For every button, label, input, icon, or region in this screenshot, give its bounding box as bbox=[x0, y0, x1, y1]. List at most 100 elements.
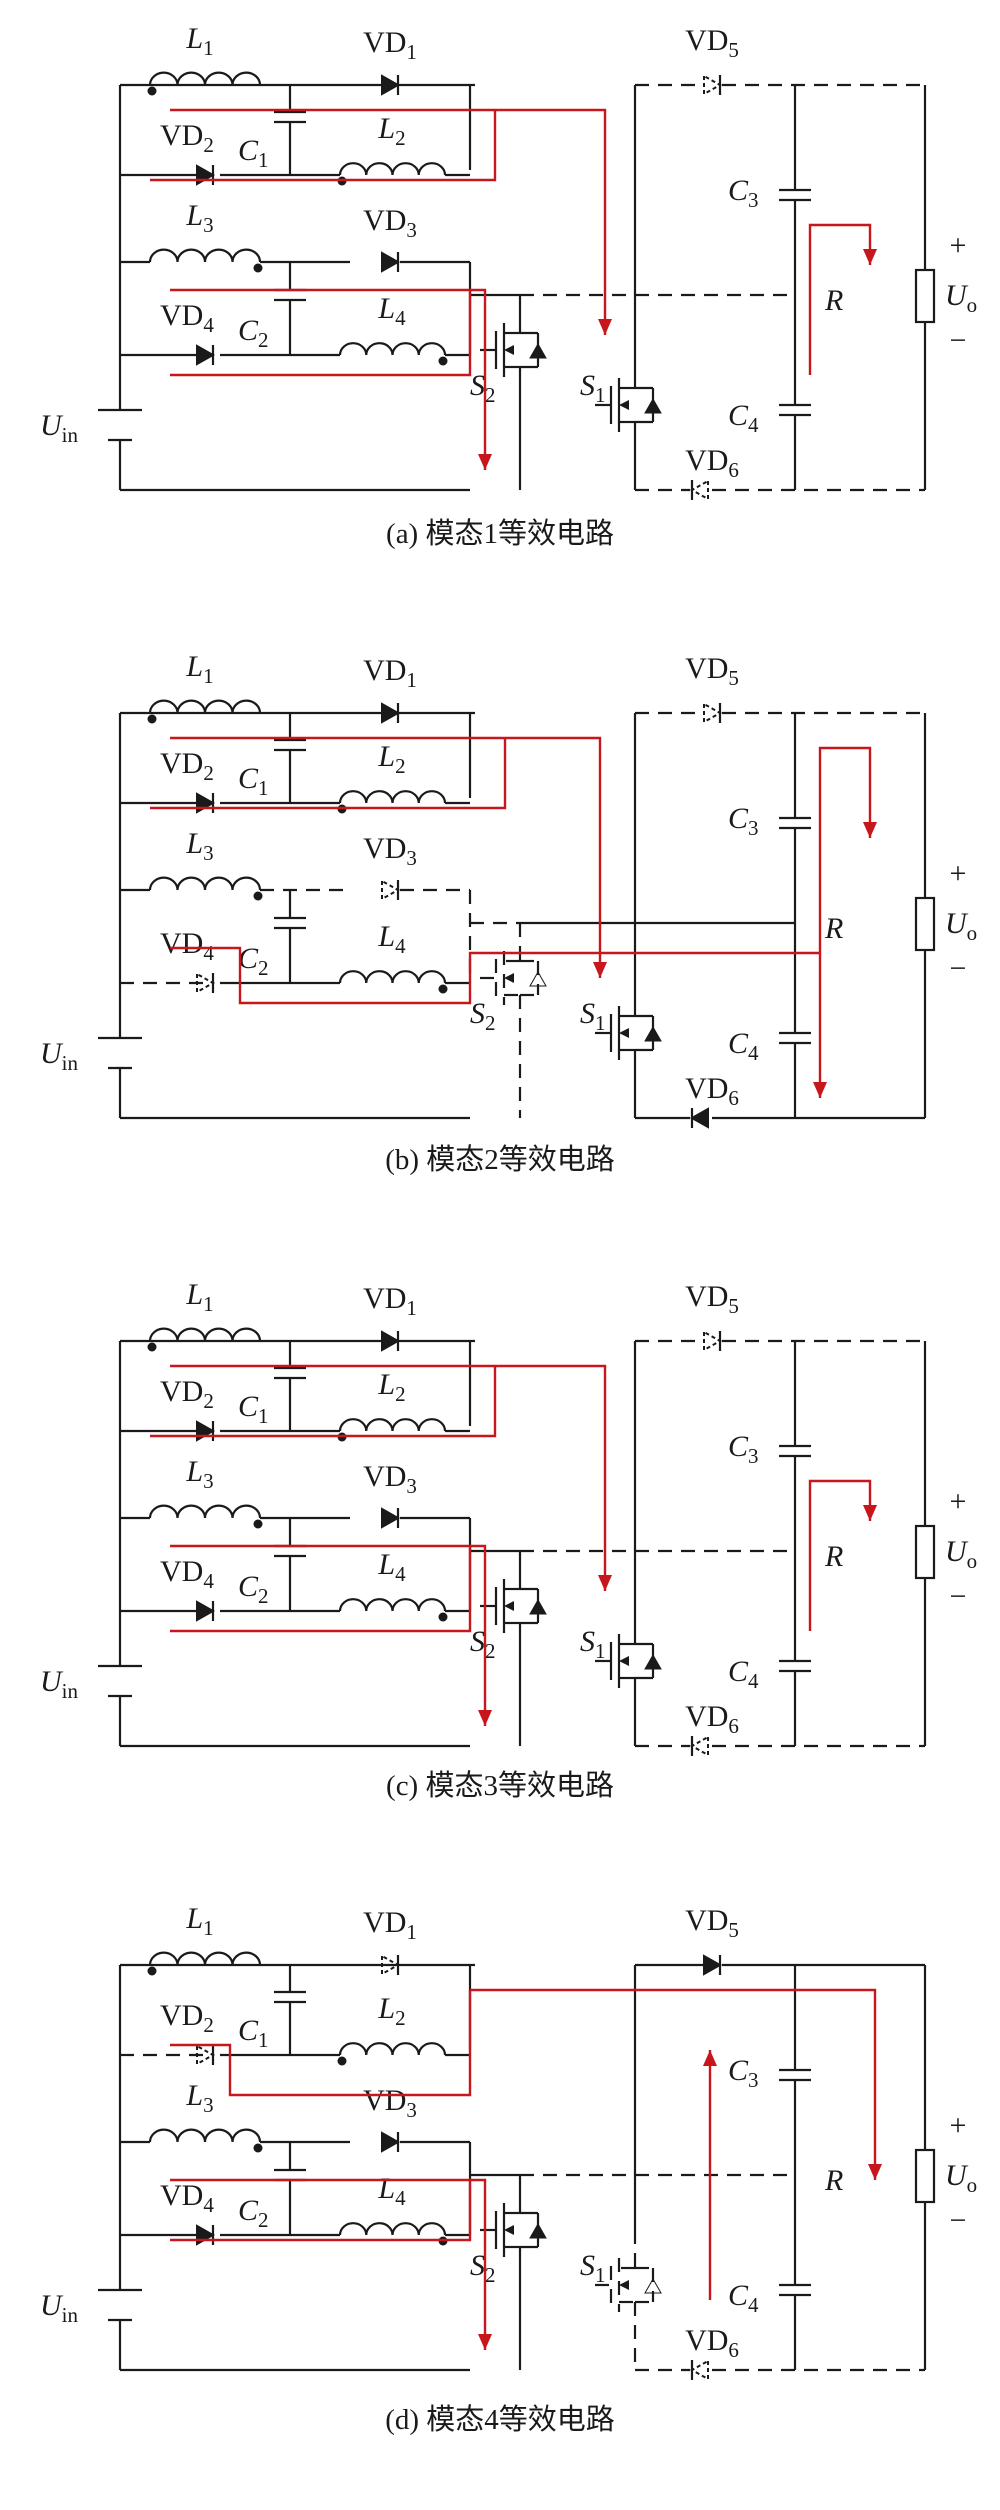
inductor-l4 bbox=[338, 1598, 447, 1612]
switch-s1-body-diode bbox=[644, 1653, 662, 1670]
label-l3: L3 bbox=[185, 2079, 213, 2117]
label-s2: S2 bbox=[470, 369, 496, 407]
current-path-2 bbox=[470, 1988, 877, 2180]
inductor-l2 bbox=[338, 2042, 447, 2056]
label-vd3: VD3 bbox=[363, 1460, 417, 1498]
current-path-4-head bbox=[478, 2334, 492, 2350]
label-c2: C2 bbox=[238, 1570, 269, 1608]
inductor-l4 bbox=[338, 2222, 447, 2236]
label-c3: C3 bbox=[728, 802, 759, 840]
label-c4: C4 bbox=[728, 1655, 759, 1693]
label-vd6: VD6 bbox=[685, 444, 739, 482]
label-c3: C3 bbox=[728, 174, 759, 212]
label-vd3: VD3 bbox=[363, 832, 417, 870]
label-l3: L3 bbox=[185, 1455, 213, 1493]
diode-vd3 bbox=[381, 1507, 401, 1529]
label-s2: S2 bbox=[470, 2249, 496, 2287]
current-path-5 bbox=[170, 2180, 472, 2242]
diode-vd4 bbox=[196, 972, 216, 994]
label-vd1: VD1 bbox=[363, 1282, 417, 1320]
label-vd6: VD6 bbox=[685, 1072, 739, 1110]
switch-s2-arrow bbox=[504, 2225, 514, 2235]
label-uin: Uin bbox=[40, 1665, 79, 1703]
inductor-l2 bbox=[338, 1418, 447, 1432]
switch-s2-body-diode bbox=[529, 2222, 547, 2239]
switch-s2-body-diode bbox=[529, 342, 547, 359]
switch-s2 bbox=[480, 923, 547, 1118]
switch-s1-arrow bbox=[619, 1656, 629, 1666]
switch-s1-arrow bbox=[619, 1028, 629, 1038]
diode-vd6 bbox=[689, 1735, 709, 1757]
switch-s2-arrow bbox=[504, 1601, 514, 1611]
switch-s2-body-diode bbox=[529, 970, 547, 987]
diode-vd4 bbox=[196, 1600, 216, 1622]
label-c4: C4 bbox=[728, 399, 759, 437]
label-vd4: VD4 bbox=[160, 299, 214, 337]
switch-s2-arrow bbox=[504, 973, 514, 983]
label-uin: Uin bbox=[40, 2289, 79, 2327]
label-vd2: VD2 bbox=[160, 1999, 214, 2037]
caption-mode3: (c) 模态3等效电路 bbox=[386, 1770, 614, 1802]
inductor-l1-dot bbox=[147, 714, 157, 724]
label-uo: Uo bbox=[945, 1535, 977, 1573]
switch-s1-arrow bbox=[619, 400, 629, 410]
label-c4: C4 bbox=[728, 1027, 759, 1065]
inductor-l1 bbox=[148, 699, 262, 714]
label-r: R bbox=[824, 2164, 843, 2197]
label-s2: S2 bbox=[470, 997, 496, 1035]
current-path-2 bbox=[170, 1364, 607, 1591]
current-path-out-head bbox=[863, 1505, 877, 1521]
current-path-4 bbox=[170, 2178, 487, 2350]
label-l4: L4 bbox=[377, 292, 406, 330]
label-vd2: VD2 bbox=[160, 119, 214, 157]
label-c3: C3 bbox=[728, 2054, 759, 2092]
inductor-l3-dot bbox=[253, 2143, 263, 2153]
minus-sign: − bbox=[950, 324, 967, 357]
inductor-l3-dot bbox=[253, 1519, 263, 1529]
diode-vd2 bbox=[196, 2044, 216, 2066]
diode-vd6 bbox=[689, 2359, 709, 2381]
current-path-2-head bbox=[593, 962, 607, 978]
inductor-l1 bbox=[148, 1327, 262, 1342]
inductor-l2 bbox=[338, 162, 447, 176]
plus-sign: + bbox=[950, 229, 967, 262]
label-c2: C2 bbox=[238, 942, 269, 980]
diode-vd1 bbox=[381, 702, 401, 724]
diode-vd2 bbox=[196, 164, 216, 186]
current-path-out-head bbox=[863, 249, 877, 265]
label-vd1: VD1 bbox=[363, 1906, 417, 1944]
resistor-r bbox=[914, 268, 936, 324]
current-path-out bbox=[808, 223, 872, 375]
current-path-4 bbox=[818, 746, 872, 953]
label-c1: C1 bbox=[238, 762, 269, 800]
label-s1: S1 bbox=[580, 997, 606, 1035]
plus-sign: + bbox=[950, 2109, 967, 2142]
minus-sign: − bbox=[950, 2204, 967, 2237]
current-path-2-head bbox=[598, 319, 612, 335]
inductor-l1-dot bbox=[147, 1966, 157, 1976]
current-path-2-head bbox=[868, 2164, 882, 2180]
diode-vd3 bbox=[381, 2131, 401, 2153]
inductor-l1 bbox=[148, 71, 262, 86]
switch-s1-body-diode bbox=[644, 397, 662, 414]
inductor-l4-dot bbox=[438, 356, 448, 366]
current-path-3 bbox=[170, 946, 820, 1005]
label-vd3: VD3 bbox=[363, 2084, 417, 2122]
label-s1: S1 bbox=[580, 369, 606, 407]
label-l4: L4 bbox=[377, 1548, 406, 1586]
minus-sign: − bbox=[950, 1580, 967, 1613]
diode-vd1 bbox=[381, 74, 401, 96]
caption-mode4: (d) 模态4等效电路 bbox=[385, 2404, 615, 2436]
inductor-l1-dot bbox=[147, 1342, 157, 1352]
label-s2: S2 bbox=[470, 1625, 496, 1663]
label-r: R bbox=[824, 284, 843, 317]
label-uo: Uo bbox=[945, 2159, 977, 2197]
switch-s2 bbox=[480, 1551, 547, 1746]
diode-vd2 bbox=[196, 1420, 216, 1442]
current-path-3-head bbox=[478, 1710, 492, 1726]
